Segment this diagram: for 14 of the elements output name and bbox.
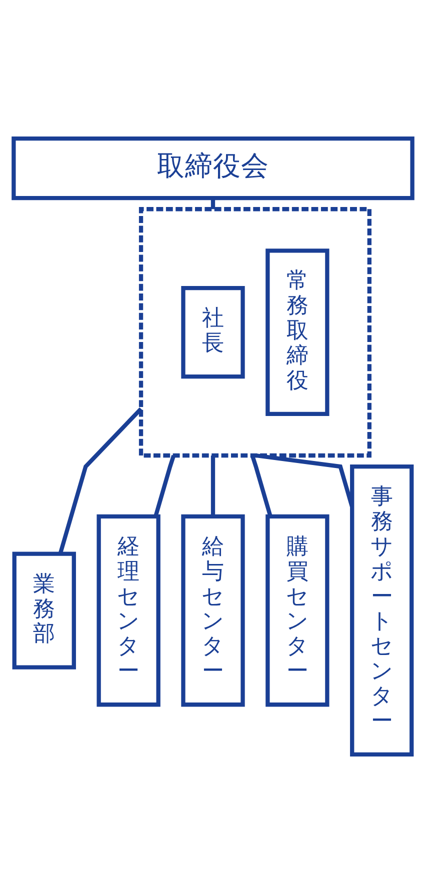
node-box: 経理センター (96, 514, 160, 707)
connector (210, 198, 216, 210)
node-box: 社長 (181, 286, 245, 379)
connector (58, 407, 143, 554)
node-box: 常務取締役 (266, 248, 330, 416)
node-box: 購買センター (266, 514, 330, 707)
node-box: 給与センター (181, 514, 245, 707)
node-box: 業務部 (12, 552, 76, 670)
node-box: 事務サポートセンター (350, 464, 414, 757)
connector (210, 456, 216, 516)
cluster (138, 207, 372, 458)
connector (250, 454, 272, 517)
node-box: 取締役会 (12, 136, 414, 200)
connector (154, 454, 176, 517)
